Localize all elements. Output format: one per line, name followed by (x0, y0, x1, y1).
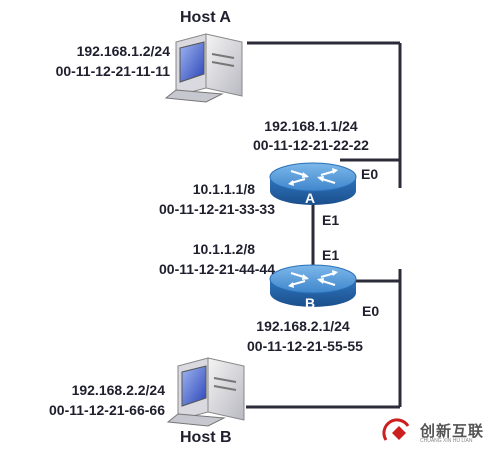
host-a-ip: 192.168.1.2/24 (76, 43, 170, 59)
host-a-computer-icon (164, 33, 243, 103)
host-a-mac: 00-11-12-21-11-11 (55, 63, 170, 79)
router-b-e0-ip: 192.168.2.1/24 (256, 318, 350, 334)
router-b-e1-ip: 10.1.1.2/8 (192, 241, 255, 257)
watermark-subtext: CHUANG XIN HU LIAN (420, 438, 473, 444)
router-b-name: B (305, 295, 316, 311)
router-a-icon (269, 162, 357, 205)
host-b-ip: 192.168.2.2/24 (71, 382, 165, 398)
host-b-mac: 00-11-12-21-66-66 (49, 402, 165, 418)
watermark-logo: 创新互联 CHUANG XIN HU LIAN (382, 418, 487, 448)
router-b-e0-mac: 00-11-12-21-55-55 (247, 338, 363, 354)
lan-a-links (247, 41, 402, 188)
host-b-computer-icon (166, 357, 245, 427)
router-a-e0-port-label: E0 (361, 166, 379, 182)
router-b-e0-port-label: E0 (362, 303, 380, 319)
router-a-e0-mac: 00-11-12-21-22-22 (253, 137, 369, 153)
router-b-e1-port-label: E1 (322, 247, 340, 263)
host-a-name: Host A (180, 9, 231, 26)
watermark-logo-icon (382, 418, 410, 441)
router-b-e1-mac: 00-11-12-21-44-44 (159, 261, 275, 277)
router-a-e1-ip: 10.1.1.1/8 (192, 181, 255, 197)
router-a-e1-port-label: E1 (322, 212, 340, 228)
host-b-name: Host B (180, 429, 232, 446)
router-a-e1-mac: 00-11-12-21-33-33 (159, 201, 275, 217)
router-a-e0-ip: 192.168.1.1/24 (264, 118, 358, 134)
router-b-icon (269, 264, 357, 307)
router-a-name: A (305, 190, 316, 206)
watermark-text: 创新互联 (420, 423, 485, 440)
